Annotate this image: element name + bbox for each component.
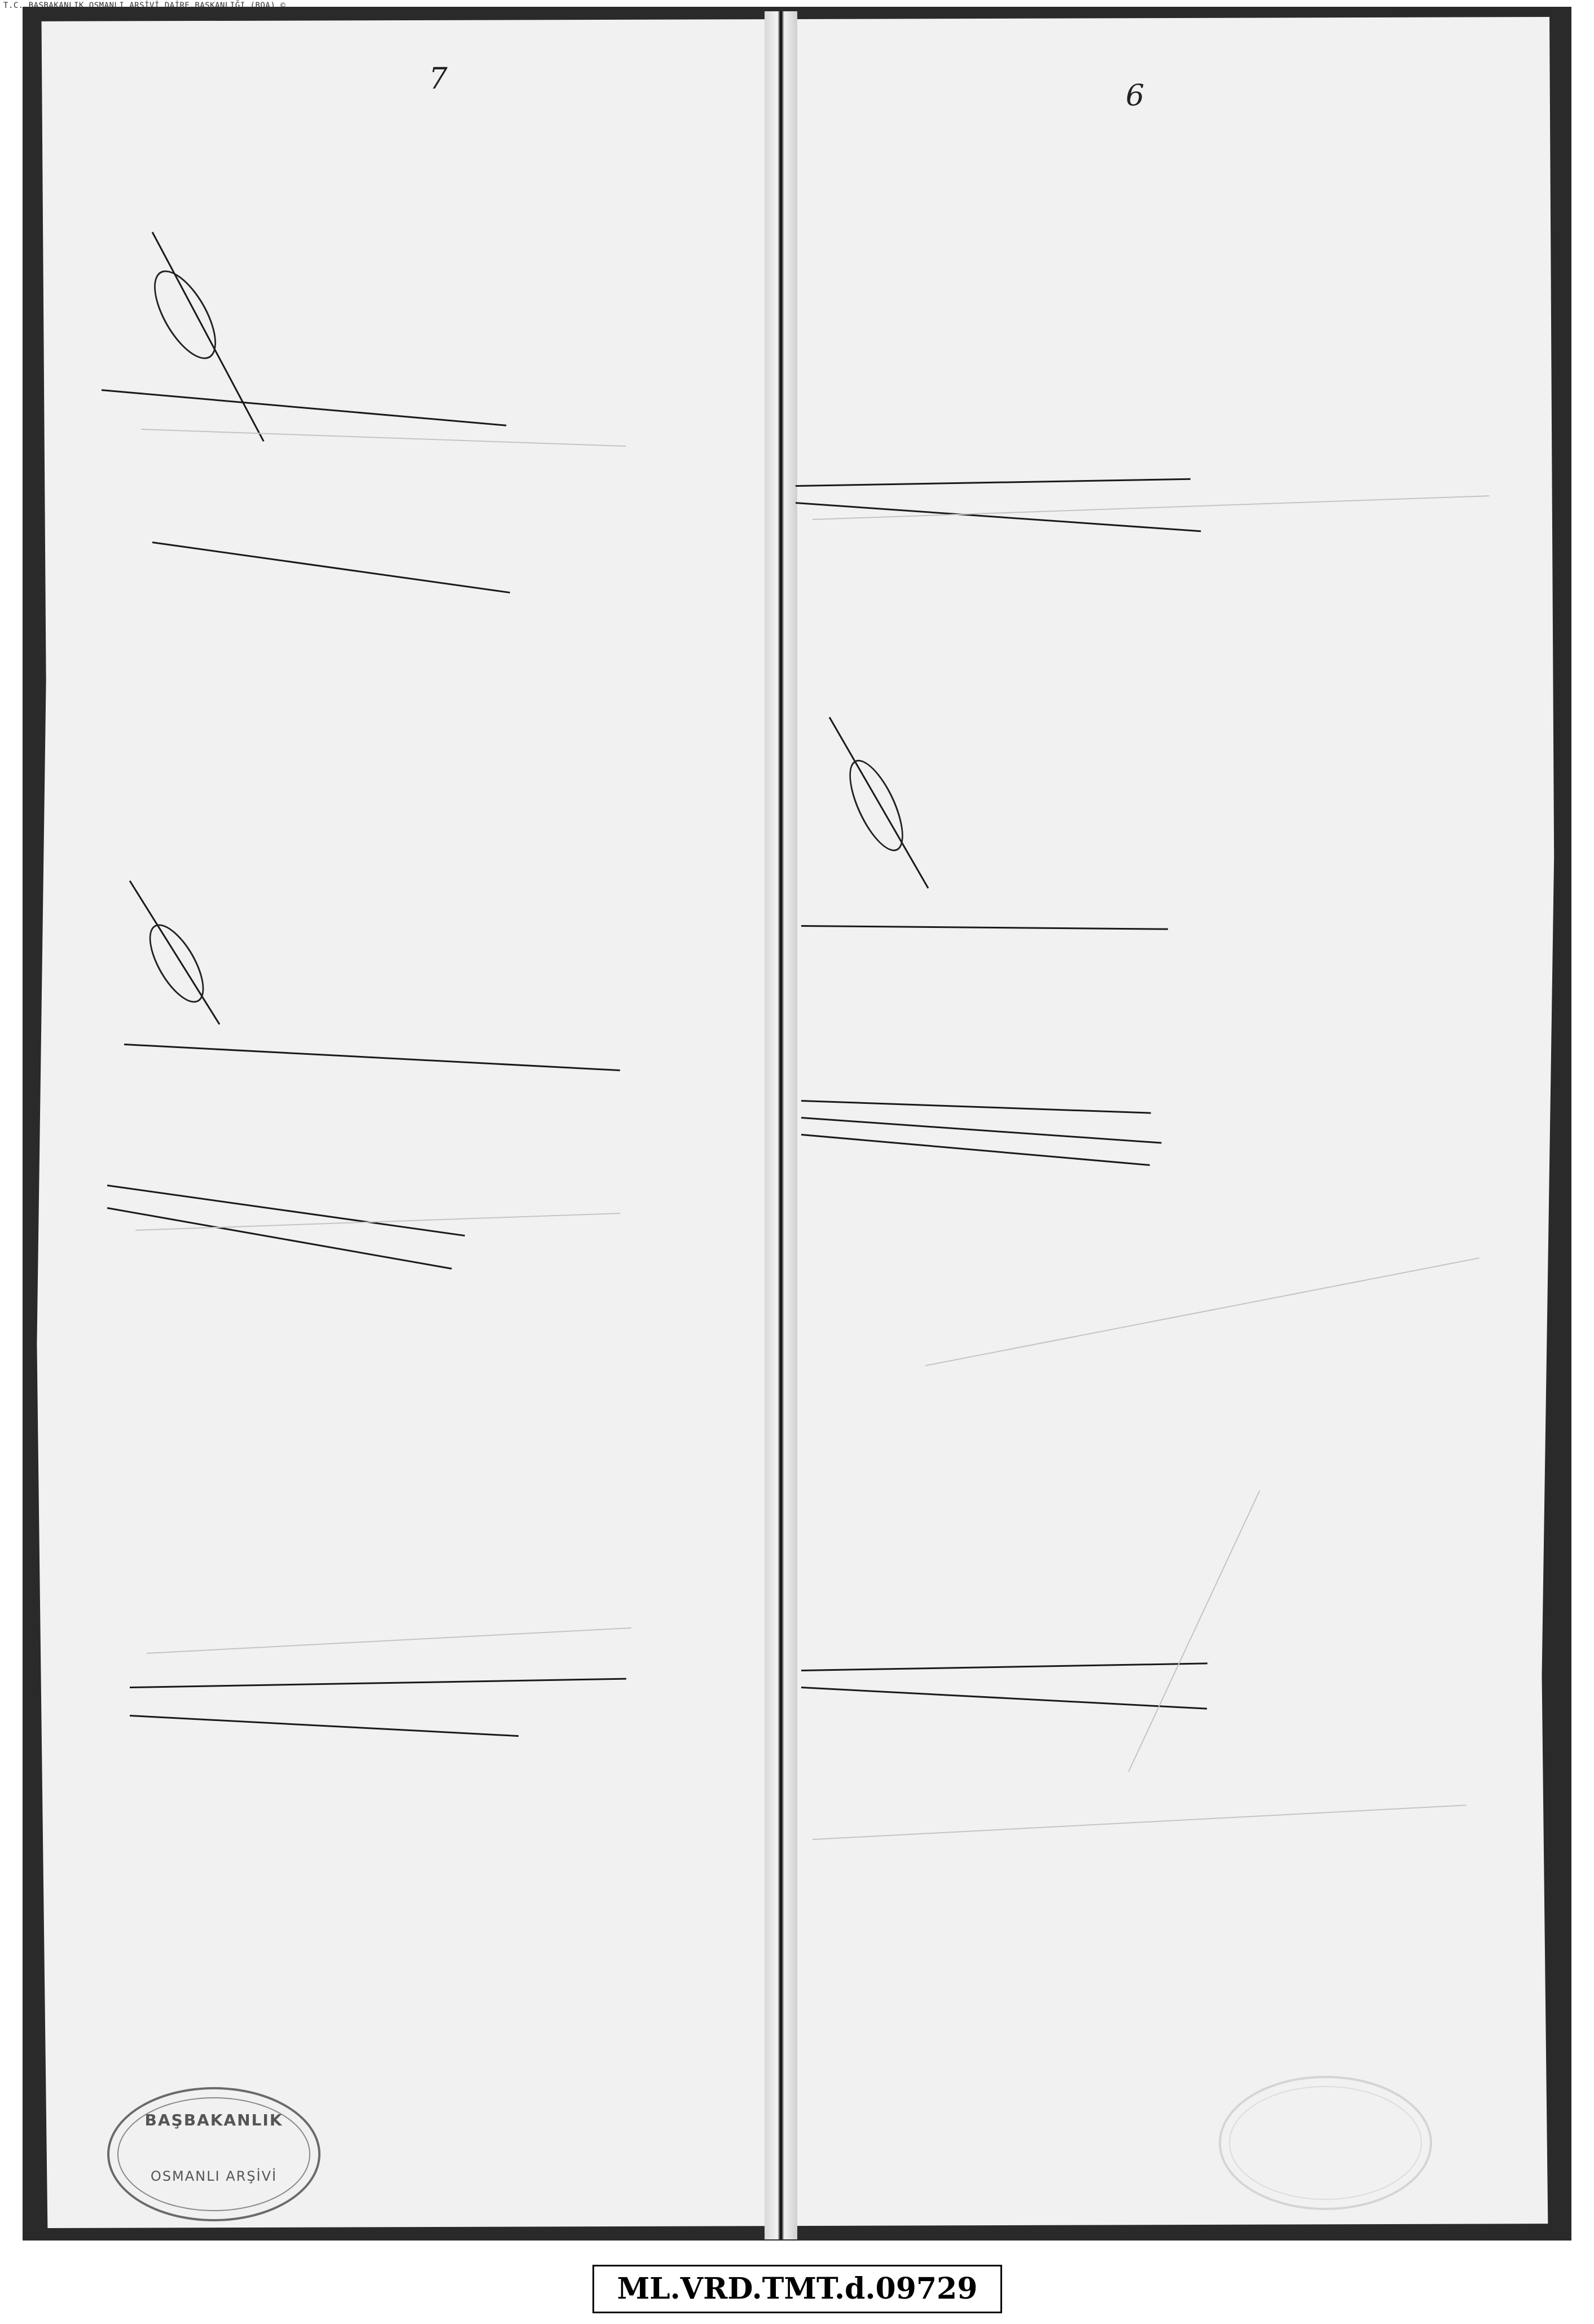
stamp-inner-ring xyxy=(117,2097,310,2211)
archive-reference-label: ML.VRD.TMT.d.09729 xyxy=(592,2265,1002,2313)
left-page-number: 7 xyxy=(429,62,448,96)
archive-stamp: BAŞBAKANLIK OSMANLI ARŞİVİ xyxy=(107,2087,320,2221)
archive-stamp-faint xyxy=(1219,2076,1432,2210)
right-page-number: 6 xyxy=(1126,79,1145,113)
binding-spine xyxy=(765,11,797,2239)
stamp-line-1: BAŞBAKANLIK xyxy=(144,2111,283,2129)
stamp-line-2: OSMANLI ARŞİVİ xyxy=(150,2168,278,2184)
stamp-inner-ring xyxy=(1229,2086,1422,2200)
